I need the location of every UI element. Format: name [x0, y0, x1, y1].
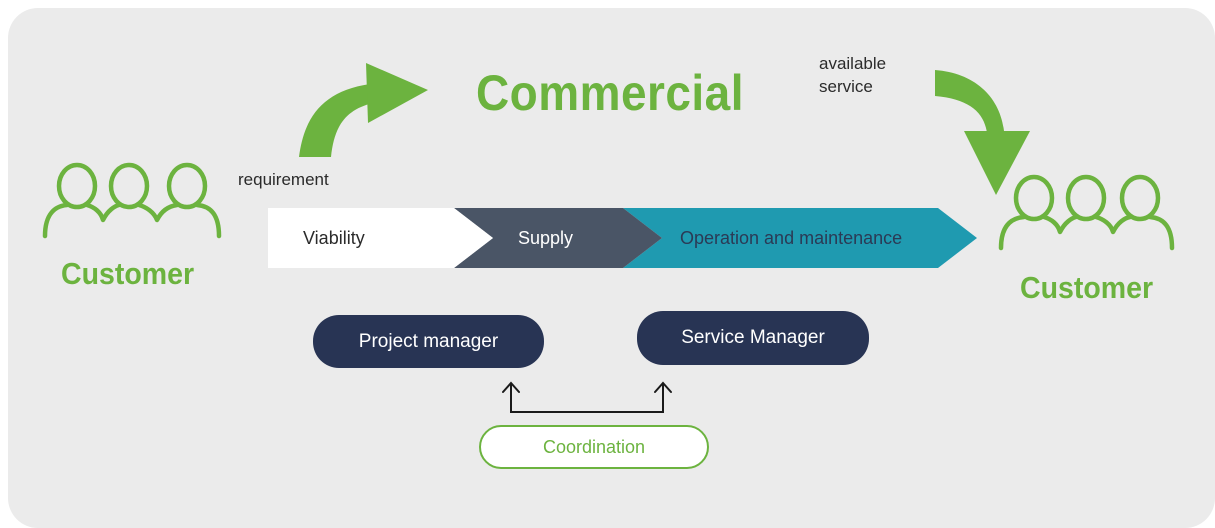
stage-viability-shape: [268, 208, 493, 268]
service-manager-label: Service Manager: [681, 327, 825, 348]
project-manager-box: Project manager: [313, 315, 544, 368]
customer-right-label: Customer: [1020, 270, 1154, 305]
service-manager-box: Service Manager: [637, 311, 869, 365]
stage-operation-label: Operation and maintenance: [680, 228, 903, 248]
stage-viability-label: Viability: [303, 228, 365, 248]
requirement-label: requirement: [238, 170, 329, 189]
curved-arrow-down-icon: [935, 70, 1030, 195]
stage-supply-shape: [454, 208, 662, 268]
up-arrow-icon: [654, 381, 672, 393]
curved-arrow-up-right-icon: [299, 63, 428, 157]
coordination-box: Coordination: [479, 425, 709, 469]
coordination-connector: [510, 384, 664, 413]
diagram-canvas: Commercial Customer Customer requirement…: [8, 8, 1215, 528]
coordination-label: Coordination: [542, 436, 646, 457]
stage-operation-shape: [623, 208, 977, 268]
up-arrow-icon: [502, 381, 520, 393]
diagram-title: Commercial: [476, 65, 744, 121]
project-manager-label: Project manager: [358, 330, 499, 352]
available-service-label: available service: [819, 54, 887, 96]
stage-supply-label: Supply: [518, 228, 574, 248]
customer-left-label: Customer: [61, 256, 195, 291]
people-group-icon: [42, 162, 222, 239]
people-group-icon: [998, 174, 1175, 251]
diagram-graphics: [42, 63, 1175, 413]
